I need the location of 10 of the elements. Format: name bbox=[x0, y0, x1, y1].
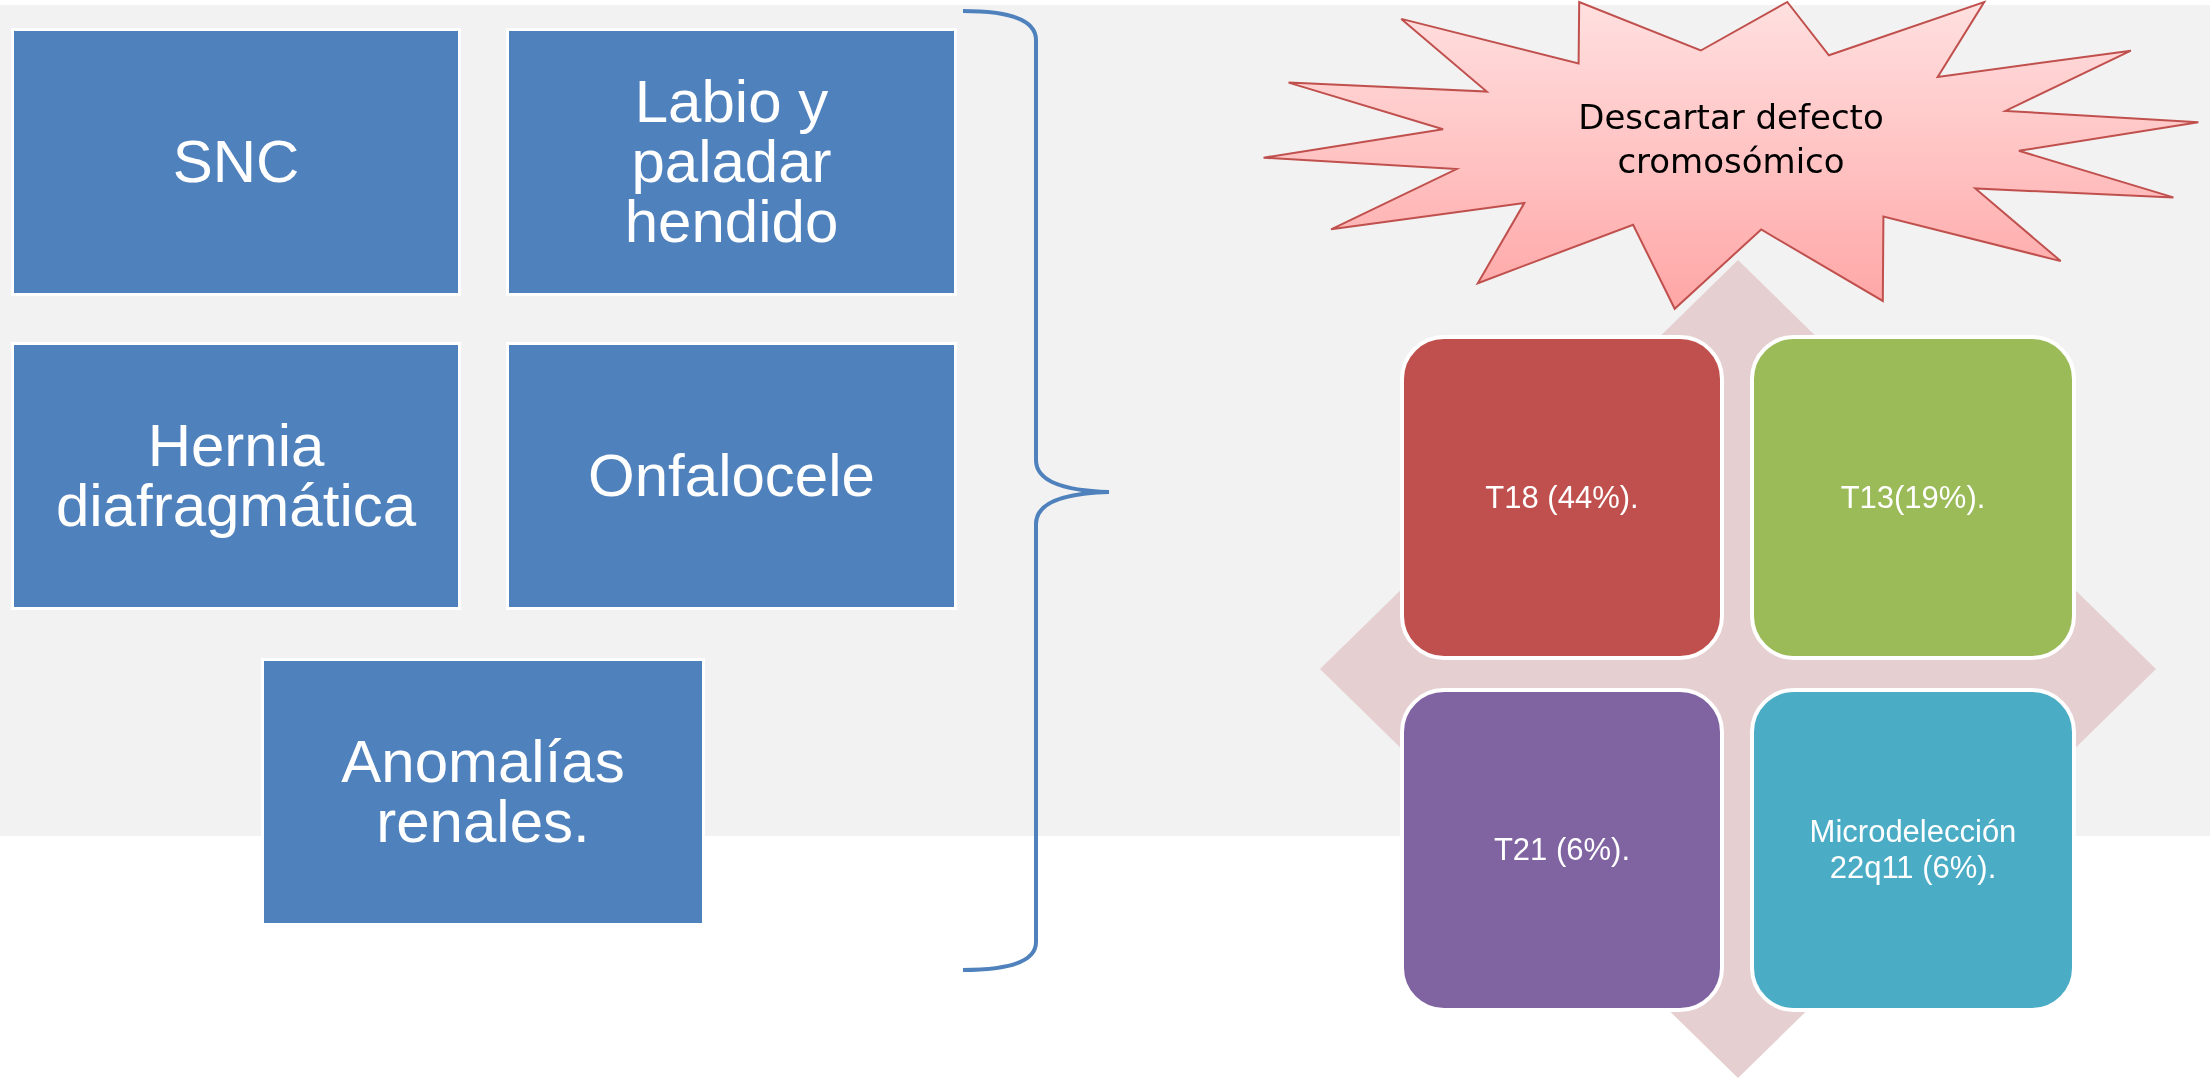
callout-text: Descartar defecto cromosómico bbox=[1577, 96, 1885, 184]
category-box: Hernia diafragmática bbox=[11, 342, 461, 610]
category-box: Onfalocele bbox=[506, 342, 957, 610]
category-box: Labio y paladar hendido bbox=[506, 28, 957, 296]
category-box: SNC bbox=[11, 28, 461, 296]
rounded-box: T21 (6%). bbox=[1400, 688, 1724, 1012]
rounded-box: T18 (44%). bbox=[1400, 335, 1724, 660]
category-box: Anomalías renales. bbox=[261, 658, 705, 926]
rounded-box: Microdelección 22q11 (6%). bbox=[1750, 688, 2076, 1012]
rounded-box: T13(19%). bbox=[1750, 335, 2076, 660]
